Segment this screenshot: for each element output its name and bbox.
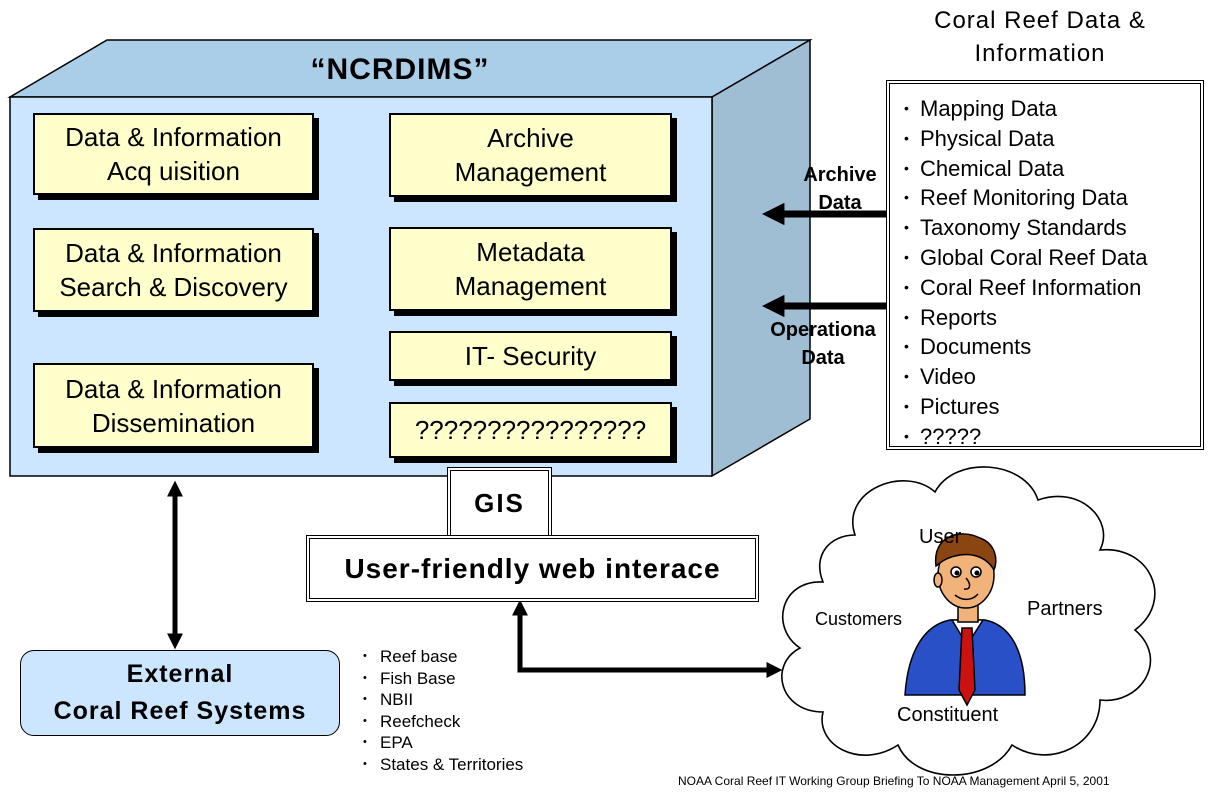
gis-box: GIS (447, 467, 552, 539)
module-it-security-label: IT- Security (464, 341, 597, 371)
module-metadata-line1: Metadata (476, 237, 585, 267)
external-example-item: Fish Base (363, 668, 613, 690)
ncrdims-title: “NCRDIMS” (310, 53, 490, 86)
external-systems-box: External Coral Reef Systems (20, 650, 340, 736)
module-metadata-line2: Management (454, 271, 607, 301)
data-panel-item: Documents (904, 332, 1200, 362)
module-dissemination-line1: Data & Information (65, 373, 282, 404)
data-panel-list: Mapping DataPhysical DataChemical DataRe… (904, 94, 1200, 452)
cloud-label-customers: Customers (815, 609, 903, 629)
data-panel-item: Video (904, 362, 1200, 392)
data-panel-item: Chemical Data (904, 154, 1200, 184)
module-dissemination: Data & Information Dissemination (33, 363, 314, 448)
external-example-item: Reef base (363, 646, 613, 668)
module-search-line2: Search & Discovery (59, 272, 288, 302)
external-example-item: Reefcheck (363, 711, 613, 733)
footer-credit: NOAA Coral Reef IT Working Group Briefin… (678, 774, 1110, 788)
data-panel-item: Reports (904, 303, 1200, 333)
businessman-illustration (904, 533, 1026, 707)
external-examples: Reef baseFish BaseNBIIReefcheckEPAStates… (363, 646, 613, 776)
external-example-item: NBII (363, 689, 613, 711)
web-interface-box: User-friendly web interace (306, 535, 759, 602)
archive-data-label: Archive Data (785, 161, 895, 217)
data-panel-item: Reef Monitoring Data (904, 183, 1200, 213)
module-search-discovery: Data & Information Search & Discovery (33, 228, 314, 312)
module-search-line1: Data & Information (65, 238, 282, 268)
data-panel-title: Coral Reef Data & Information (900, 4, 1180, 70)
data-panel-title-line1: Coral Reef Data & (934, 7, 1146, 34)
data-panel-item: Coral Reef Information (904, 273, 1200, 303)
external-line1: External (126, 660, 234, 688)
module-acquisition: Data & Information Acq uisition (33, 113, 314, 195)
external-example-item: EPA (363, 732, 613, 754)
module-unknown-label: ???????????????? (414, 415, 647, 445)
external-line2: Coral Reef Systems (53, 697, 307, 725)
gis-label: GIS (474, 487, 525, 518)
data-panel-item: ????? (904, 422, 1200, 452)
data-panel: Mapping DataPhysical DataChemical DataRe… (886, 80, 1204, 450)
module-archive-line1: Archive (487, 123, 574, 153)
operational-data-label-line1: Operationa (770, 319, 876, 341)
data-panel-item: Physical Data (904, 124, 1200, 154)
web-interface-label: User-friendly web interace (344, 552, 721, 584)
external-examples-list: Reef baseFish BaseNBIIReefcheckEPAStates… (363, 646, 613, 776)
operational-data-label: Operationa Data (758, 316, 888, 372)
module-acquisition-line2: Acq uisition (107, 156, 240, 186)
module-unknown: ???????????????? (389, 402, 672, 458)
module-it-security: IT- Security (389, 331, 672, 381)
operational-data-label-line2: Data (801, 347, 845, 369)
cloud-label-partners: Partners (1027, 598, 1103, 620)
data-panel-item: Global Coral Reef Data (904, 243, 1200, 273)
cloud-label-constituent: Constituent (897, 704, 999, 726)
archive-data-label-line1: Archive (803, 164, 877, 186)
cloud-label-user: User (919, 526, 962, 548)
module-dissemination-line2: Dissemination (91, 407, 256, 438)
module-archive-line2: Management (454, 157, 607, 187)
module-archive-management: Archive Management (389, 113, 672, 197)
data-panel-item: Pictures (904, 392, 1200, 422)
archive-data-label-line2: Data (818, 192, 862, 214)
module-metadata-management: Metadata Management (389, 227, 672, 311)
module-acquisition-line1: Data & Information (65, 122, 282, 152)
data-panel-title-line2: Information (974, 40, 1106, 67)
box-side-face (711, 38, 811, 478)
data-panel-item: Mapping Data (904, 94, 1200, 124)
data-panel-item: Taxonomy Standards (904, 213, 1200, 243)
external-example-item: States & Territories (363, 754, 613, 776)
